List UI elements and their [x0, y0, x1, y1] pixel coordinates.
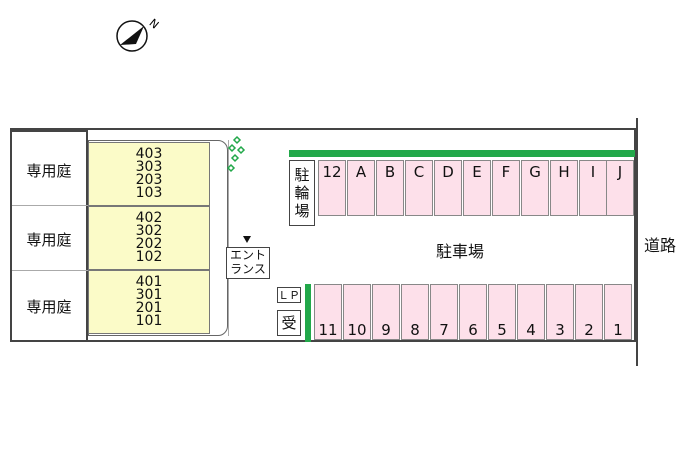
bicycle-parking-char: 場	[294, 202, 310, 220]
unit-number: 402	[135, 210, 163, 226]
compass-label: N	[147, 16, 162, 31]
entrance-line: エント	[229, 248, 266, 262]
unit-stack: 401 301 201 101	[88, 270, 210, 334]
unit-number: 201	[135, 300, 163, 316]
parking-slot: 12	[318, 160, 346, 216]
parking-slot: H	[550, 160, 578, 216]
parking-slot: G	[521, 160, 549, 216]
bicycle-parking-char: 輪	[294, 184, 310, 202]
unit-stack: 403 303 203 103	[88, 142, 210, 206]
parking-slot: B	[376, 160, 404, 216]
unit-number: 301	[135, 287, 163, 303]
walkway	[228, 140, 239, 336]
parking-slot: 5	[488, 284, 516, 340]
parking-slot: D	[434, 160, 462, 216]
parking-slot: I	[579, 160, 607, 216]
parking-slot: 6	[459, 284, 487, 340]
parking-slot: 8	[401, 284, 429, 340]
mail-receiver-box: 受	[277, 310, 301, 336]
entrance-line: ランス	[230, 262, 266, 276]
entrance-label: エント ランス	[226, 247, 270, 279]
parking-slot: 9	[372, 284, 400, 340]
hedge-strip	[289, 150, 635, 157]
parking-slot: 2	[575, 284, 603, 340]
unit-number: 303	[135, 159, 163, 175]
parking-slot: C	[405, 160, 433, 216]
parking-slot: E	[463, 160, 491, 216]
parking-slot: J	[606, 160, 634, 216]
private-garden-column	[10, 130, 88, 342]
unit-number: 103	[135, 185, 163, 201]
parking-slot: 1	[604, 284, 632, 340]
unit-number: 102	[135, 249, 163, 265]
parking-slot: 7	[430, 284, 458, 340]
hedge-strip	[305, 284, 311, 342]
north-compass-icon: N	[116, 16, 162, 52]
parking-slot: 4	[517, 284, 545, 340]
lp-gas-box: ＬＰ	[277, 287, 301, 303]
parking-slot: A	[347, 160, 375, 216]
parking-slot: 3	[546, 284, 574, 340]
road-edge	[636, 118, 638, 366]
bicycle-parking-char: 駐	[294, 166, 310, 184]
private-garden-label: 専用庭	[26, 298, 72, 316]
unit-number: 401	[135, 274, 163, 290]
parking-slot: F	[492, 160, 520, 216]
road-label: 道路	[644, 236, 677, 255]
unit-number: 203	[135, 172, 163, 188]
parking-slot: 10	[343, 284, 371, 340]
bicycle-parking-label: 駐 輪 場	[289, 160, 315, 226]
unit-number: 403	[135, 146, 163, 162]
private-garden-label: 専用庭	[26, 162, 72, 180]
shrub-icon	[226, 135, 246, 173]
parking-lot-label: 駐車場	[436, 242, 485, 261]
private-garden-label: 専用庭	[26, 231, 72, 249]
unit-number: 202	[135, 236, 163, 252]
unit-stack: 402 302 202 102	[88, 206, 210, 270]
garden-divider	[12, 270, 88, 271]
garden-divider	[12, 205, 88, 206]
parking-slot: 11	[314, 284, 342, 340]
triangle-down-icon	[243, 236, 251, 243]
unit-number: 101	[135, 313, 163, 329]
unit-number: 302	[135, 223, 163, 239]
